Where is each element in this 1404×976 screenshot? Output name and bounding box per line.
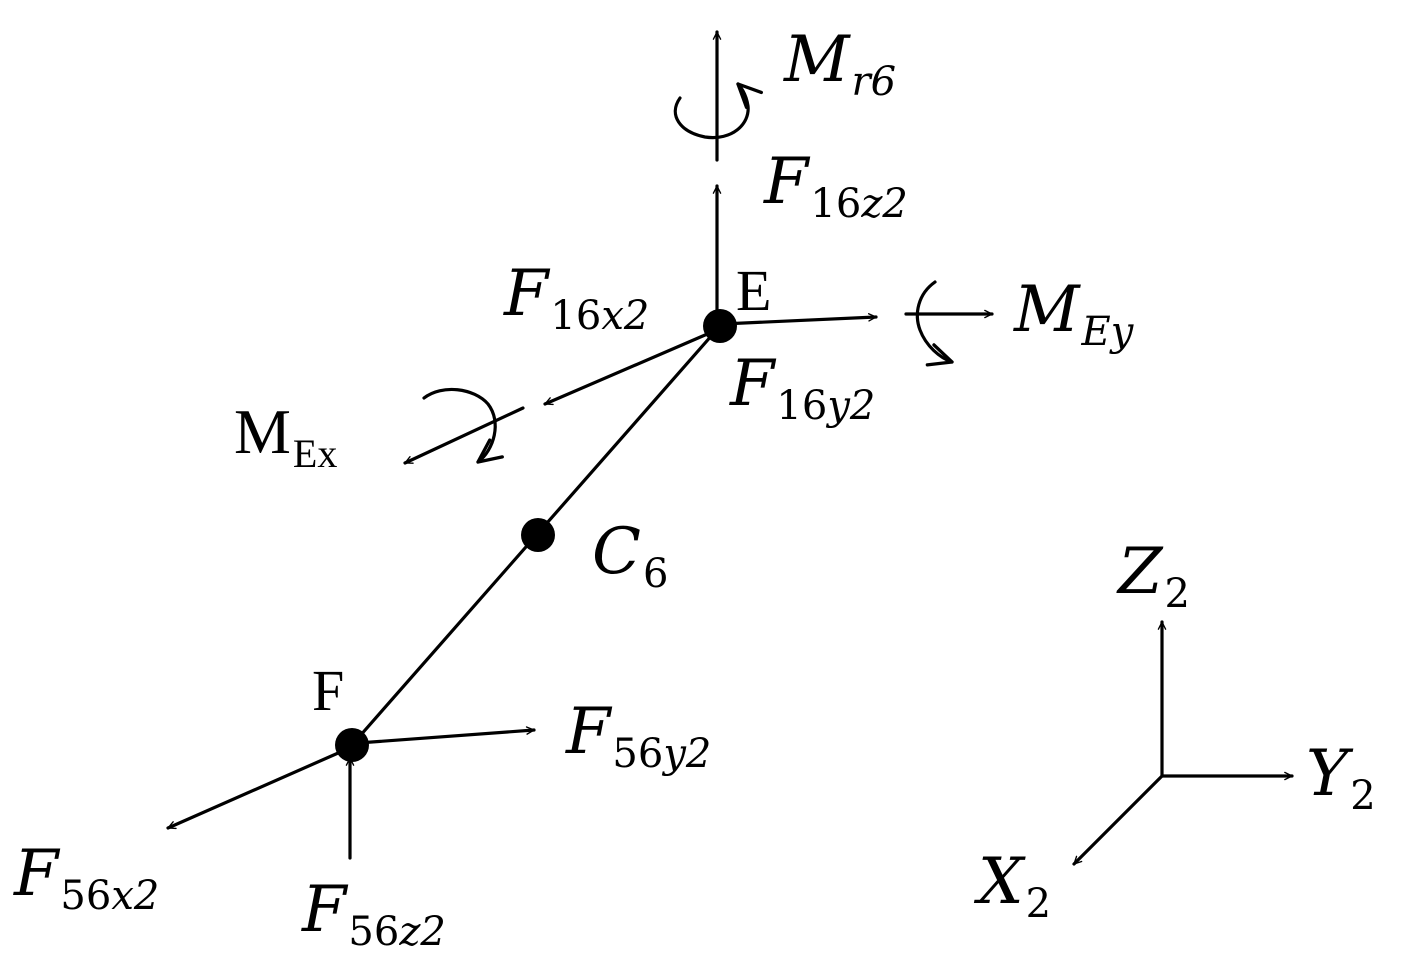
label-f16x2: F16x2 (504, 257, 650, 339)
moment-curl-mex (422, 387, 504, 464)
point-f (335, 728, 369, 762)
label-mr6: Mr6 (784, 23, 897, 105)
force-arrow-f16x2 (543, 330, 714, 406)
label-mex: MEx (234, 396, 338, 476)
force-arrow-f16y2 (720, 313, 878, 326)
label-f16z2: F16z2 (764, 145, 908, 227)
label-point-f: F (312, 658, 345, 723)
point-e (703, 309, 737, 343)
label-axis-x2: X2 (978, 845, 1052, 927)
point-c6 (521, 518, 555, 552)
label-f56y2: F56y2 (566, 695, 712, 777)
label-f56x2: F56x2 (14, 837, 160, 919)
label-point-e: E (736, 258, 772, 323)
label-axis-z2: Z2 (1118, 535, 1190, 617)
axis-x2-arrow (1072, 774, 1164, 866)
label-axis-y2: Y2 (1306, 737, 1376, 819)
label-mey: MEy (1014, 273, 1134, 355)
moment-curl-mey (915, 280, 954, 367)
moment-axis-mex (403, 406, 525, 465)
label-c6: C6 (592, 515, 669, 597)
force-arrow-f56y2 (356, 726, 536, 745)
label-f16y2: F16y2 (730, 347, 876, 429)
moment-curl-mr6 (673, 82, 763, 140)
force-arrow-f56x2 (166, 748, 347, 830)
label-f56z2: F56z2 (302, 873, 446, 955)
